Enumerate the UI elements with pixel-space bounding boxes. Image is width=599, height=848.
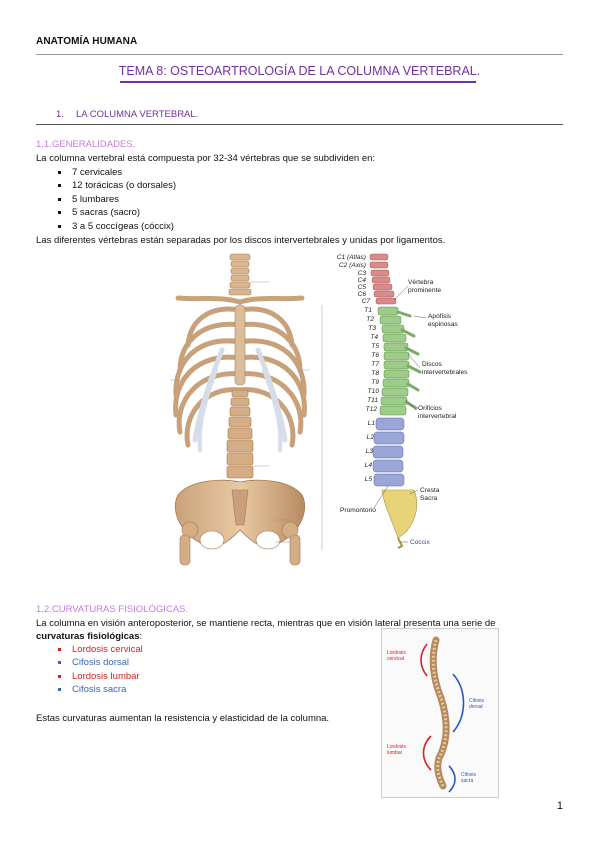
label-cresta-1: Cresta	[420, 487, 440, 494]
spine-level-label: T3	[368, 325, 376, 332]
spine-level-label: C5	[358, 284, 367, 291]
label-cifosis-dorsal-1: Cifosis	[469, 698, 485, 704]
spine-level-label: C1 (Atlas)	[337, 254, 366, 261]
curvaturas-colon: :	[139, 631, 143, 642]
list-item: 12 torácicas (o dorsales)	[56, 179, 176, 192]
document-header-title: ANATOMÍA HUMANA	[36, 36, 138, 47]
subsection-heading-generalidades: 1.1.GENERALIDADES.	[36, 139, 136, 150]
lateral-spine-figure: C1 (Atlas) C2 (Axis) C3 C4 C5 C6 C7 T1 T…	[337, 253, 468, 549]
list-item: Lordosis lumbar	[56, 670, 143, 683]
section-heading: 1. LA COLUMNA VERTEBRAL.	[56, 109, 198, 120]
spine-level-label: T9	[371, 379, 379, 386]
curvaturas-bold-term: curvaturas fisiológicas	[36, 631, 140, 642]
generalidades-closing: Las diferentes vértebras están separadas…	[36, 235, 446, 246]
list-item: Cifosis sacra	[56, 683, 143, 696]
curvatures-figure: Lordosis cervical Lordosis lumbar Cifosi…	[381, 628, 499, 798]
vertebra-count-list: 7 cervicales 12 torácicas (o dorsales) 5…	[56, 166, 176, 233]
label-apofisis-2: espinosas	[428, 321, 458, 328]
label-lordosis-cervical-2: cervical	[387, 656, 404, 662]
spine-level-label: T7	[371, 361, 379, 368]
header-divider	[36, 54, 563, 55]
label-orificios-2: intervertebral	[418, 413, 457, 420]
thorax-skeleton-figure	[170, 253, 323, 566]
curvaturas-closing: Estas curvaturas aumentan la resistencia…	[36, 713, 330, 724]
list-item: 5 sacras (sacro)	[56, 206, 176, 219]
page-number: 1	[556, 800, 563, 812]
label-orificios-1: Orificios	[418, 405, 443, 412]
label-discos-2: intervertebrales	[422, 369, 468, 376]
subsection-heading-curvaturas: 1.2.CURVATURAS FISIOLÓGICAS.	[36, 604, 189, 615]
spine-level-label: T2	[366, 316, 374, 323]
list-item: 5 lumbares	[56, 193, 176, 206]
list-item: Lordosis cervical	[56, 643, 143, 656]
curvaturas-intro-text: La columna en visión anteroposterior, se…	[36, 618, 496, 629]
main-title: TEMA 8: OSTEOARTROLOGÍA DE LA COLUMNA VE…	[118, 64, 481, 78]
list-item: 3 a 5 coccígeas (cóccix)	[56, 220, 176, 233]
spine-level-label: C4	[358, 277, 367, 284]
label-apofisis-1: Apófisis	[428, 313, 452, 320]
spine-level-label: T1	[364, 307, 372, 314]
spine-level-label: C7	[362, 298, 371, 305]
list-item: Cifosis dorsal	[56, 656, 143, 669]
label-promontorio: Promontorio	[340, 507, 376, 514]
label-coccix: Coccix	[410, 539, 430, 546]
label-vertebra-prominente-1: Vértebra	[408, 279, 434, 286]
label-lordosis-lumbar-2: lumbar	[387, 750, 403, 756]
section-title: LA COLUMNA VERTEBRAL.	[76, 109, 199, 120]
curvaturas-intro: La columna en visión anteroposterior, se…	[36, 617, 566, 643]
label-cifosis-sacra-1: Cifosis	[461, 772, 477, 778]
label-lordosis-cervical-1: Lordosis	[387, 650, 406, 656]
title-underline	[120, 81, 476, 83]
label-vertebra-prominente-2: prominente	[408, 287, 441, 294]
spine-level-label: C3	[358, 270, 367, 277]
spine-level-label: T6	[371, 352, 379, 359]
curvatures-list: Lordosis cervical Cifosis dorsal Lordosi…	[56, 643, 143, 697]
spine-level-label: T11	[367, 397, 378, 404]
spine-level-label: T5	[371, 343, 379, 350]
spine-level-label: T10	[368, 388, 380, 395]
spine-level-label: L3	[366, 448, 374, 455]
spine-level-label: T4	[370, 334, 378, 341]
label-cifosis-dorsal-2: dorsal	[469, 704, 483, 710]
generalidades-intro: La columna vertebral está compuesta por …	[36, 153, 376, 164]
spine-level-label: T12	[366, 406, 378, 413]
spine-level-label: T8	[371, 370, 379, 377]
label-cifosis-sacra-2: sacra	[461, 778, 473, 784]
spine-level-label: L5	[365, 476, 373, 483]
section-number: 1.	[56, 109, 64, 120]
label-lordosis-lumbar-1: Lordosis	[387, 744, 406, 750]
spine-level-label: C6	[358, 291, 367, 298]
spine-level-label: L4	[365, 462, 373, 469]
section-divider	[36, 124, 563, 125]
spine-level-label: L1	[368, 420, 376, 427]
spine-level-label: L2	[367, 434, 375, 441]
label-cresta-2: Sacra	[420, 495, 438, 502]
label-discos-1: Discos	[422, 361, 442, 368]
list-item: 7 cervicales	[56, 166, 176, 179]
spine-level-label: C2 (Axis)	[339, 262, 366, 269]
